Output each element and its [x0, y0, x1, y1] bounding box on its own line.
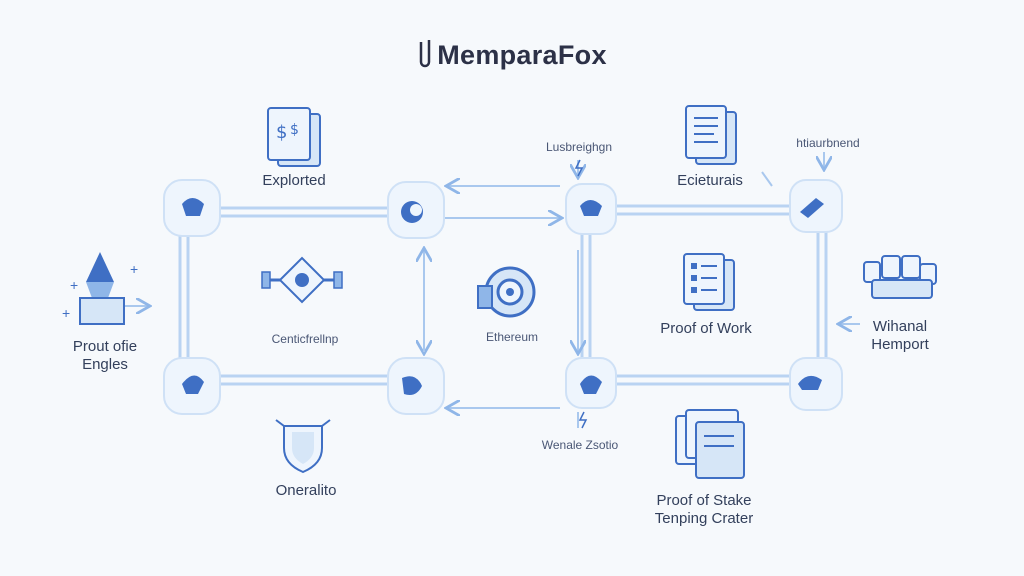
title-text: MemparaFox	[437, 40, 607, 70]
dollar-documents-icon: $ $	[267, 107, 321, 167]
svg-text:$: $	[276, 122, 287, 143]
stacked-cards-icon	[675, 409, 745, 479]
node-top-right[interactable]	[789, 179, 843, 233]
clip-logo-icon	[419, 40, 431, 68]
svg-text:+: +	[130, 261, 138, 277]
node-bottom-right[interactable]	[789, 357, 843, 411]
server-cluster-icon	[863, 255, 937, 299]
label-centicfrellnp: Centicfrellnp	[271, 332, 339, 346]
ethereum-node-icon	[477, 266, 536, 318]
svg-text:$: $	[290, 122, 299, 138]
node-bottom-mid[interactable]	[387, 357, 445, 415]
network-hub-icon	[261, 256, 343, 304]
node-bottom-center[interactable]	[565, 357, 617, 409]
connector-arrows	[120, 152, 860, 428]
label-tenping-crater: Tenping Crater	[654, 510, 754, 527]
label-hemport: Hemport	[871, 336, 929, 353]
shield-icon	[275, 419, 331, 474]
crystal-miner-icon: + + +	[62, 252, 138, 325]
label-wihanal: Wihanal	[872, 318, 928, 335]
node-top-center[interactable]	[565, 183, 617, 235]
label-proof-of-work: Proof of Work	[660, 320, 752, 337]
label-prout-line2: Engles	[82, 356, 128, 373]
report-document-icon	[685, 105, 737, 165]
lightning-icon	[574, 159, 588, 429]
label-ethereum: Ethereum	[485, 330, 539, 344]
label-ecieturais: Ecieturais	[677, 172, 743, 189]
svg-text:+: +	[62, 305, 70, 321]
left-frame	[178, 206, 408, 386]
label-prout-line1: Prout ofie	[72, 338, 138, 355]
page-title: MemparaFox	[0, 38, 1024, 71]
label-proof-of-stake: Proof of Stake	[656, 492, 752, 509]
node-top-left[interactable]	[163, 179, 221, 237]
label-explorted: Explorted	[262, 172, 326, 189]
node-top-mid[interactable]	[387, 181, 445, 239]
label-oneralito: Oneralito	[275, 482, 337, 499]
svg-text:+: +	[70, 277, 78, 293]
node-bottom-left[interactable]	[163, 357, 221, 415]
label-htiaurbnend: htiaurbnend	[796, 136, 860, 150]
label-wenale-zsotio: Wenale Zsotio	[541, 438, 619, 452]
label-lusbreighgn: Lusbreighgn	[545, 140, 613, 154]
checklist-document-icon	[683, 253, 735, 311]
